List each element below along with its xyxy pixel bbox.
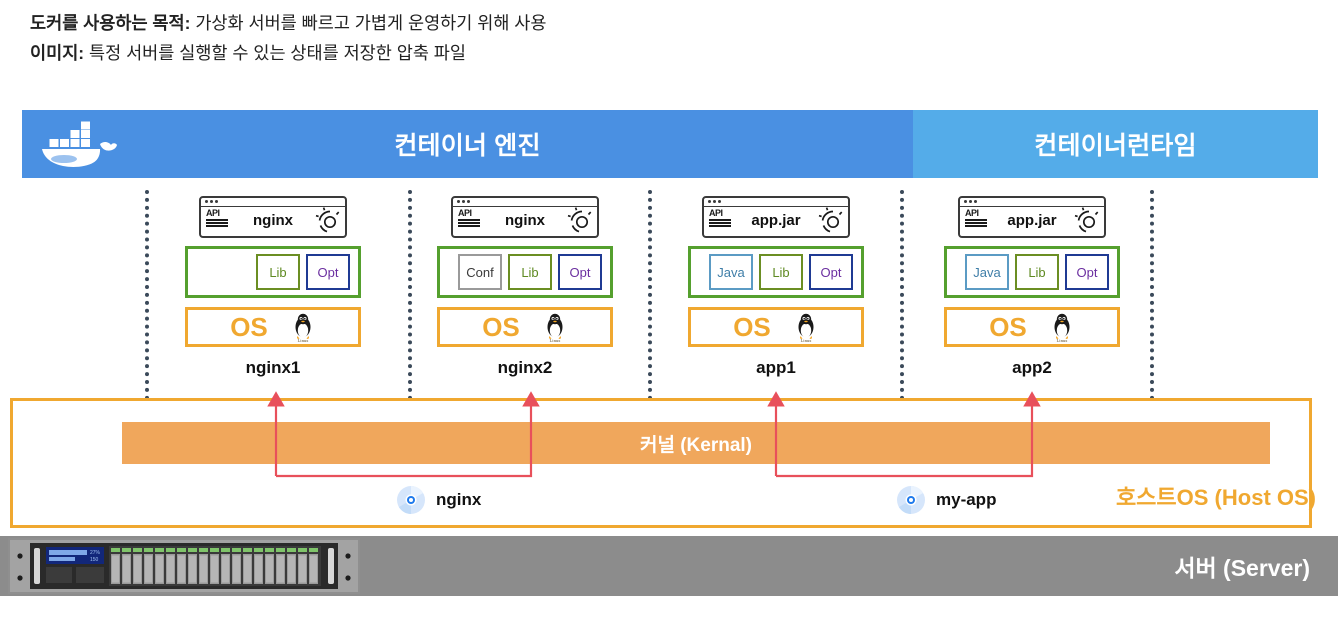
disc-icon	[396, 485, 426, 515]
image-item-nginx: nginx	[396, 485, 481, 515]
window-titlebar	[704, 198, 848, 207]
window-dots-icon	[708, 199, 721, 203]
os-box-nginx2: OS Linux	[437, 307, 613, 347]
chip-conf: Conf	[458, 254, 502, 290]
separator-line-5	[1150, 190, 1154, 408]
container-name-label: nginx2	[497, 358, 553, 377]
os-label: OS	[733, 312, 771, 342]
app-window-nginx2: API nginx	[451, 196, 599, 238]
os-box-app1: OS Linux	[688, 307, 864, 347]
svg-text:Linux: Linux	[297, 338, 309, 342]
container-engine-section: 컨테이너 엔진	[22, 110, 913, 178]
separator-line-4	[900, 190, 904, 408]
server-label: 서버 (Server)	[1174, 555, 1310, 581]
container-engine-title: 컨테이너 엔진	[394, 132, 541, 160]
container-name-label: nginx1	[245, 358, 301, 377]
image-label-nginx: nginx	[436, 490, 482, 509]
api-icon: API	[458, 209, 484, 229]
separator-line-1	[145, 190, 149, 408]
window-titlebar	[453, 198, 597, 207]
api-icon: API	[965, 209, 991, 229]
kernel-bar: 커널 (Kernal)	[122, 422, 1270, 464]
host-os-label: 호스트OS (Host OS)	[1115, 485, 1316, 510]
separator-line-2	[408, 190, 412, 408]
kernel-label: 커널 (Kernal)	[639, 434, 753, 456]
app-name-label: app.jar	[751, 211, 801, 229]
chip-opt: Opt	[1065, 254, 1109, 290]
intro-line-image-label: 이미지:	[30, 43, 85, 63]
gear-icon	[818, 207, 844, 233]
intro-line-image-text: 특정 서버를 실행할 수 있는 상태를 저장한 압축 파일	[84, 43, 466, 63]
svg-text:Linux: Linux	[800, 338, 812, 342]
intro-line-purpose-label: 도커를 사용하는 목적:	[30, 13, 191, 33]
image-label-my-app: my-app	[936, 490, 997, 509]
gear-icon	[1074, 207, 1100, 233]
separator-line-3	[648, 190, 652, 408]
chip-java: Java	[709, 254, 753, 290]
rack-server-icon: 27% 150	[8, 538, 360, 594]
container-name-label: app1	[756, 358, 796, 377]
linux-penguin-icon: Linux	[290, 312, 316, 343]
chip-lib: Lib	[759, 254, 803, 290]
window-dots-icon	[205, 199, 218, 203]
svg-text:Linux: Linux	[549, 338, 561, 342]
api-icon: API	[206, 209, 232, 229]
gear-icon	[315, 207, 341, 233]
chip-lib: Lib	[1015, 254, 1059, 290]
os-label: OS	[230, 312, 268, 342]
chip-opt: Opt	[306, 254, 350, 290]
disc-icon	[896, 485, 926, 515]
os-box-app2: OS Linux	[944, 307, 1120, 347]
os-box-nginx1: OS Linux	[185, 307, 361, 347]
app-name-label: nginx	[253, 211, 293, 229]
app-window-app1: API app.jar	[702, 196, 850, 238]
docker-whale-logo-icon	[36, 119, 122, 169]
engine-header-band: 컨테이너 엔진 컨테이너런타임	[22, 110, 1318, 178]
chip-opt: Opt	[558, 254, 602, 290]
intro-text-block: 도커를 사용하는 목적: 가상화 서버를 빠르고 가볍게 운영하기 위해 사용 …	[30, 8, 1320, 68]
svg-text:27%: 27%	[90, 550, 101, 556]
api-icon: API	[709, 209, 735, 229]
os-label: OS	[482, 312, 520, 342]
window-titlebar	[960, 198, 1104, 207]
gear-icon	[567, 207, 593, 233]
chip-java: Java	[965, 254, 1009, 290]
svg-text:150: 150	[90, 557, 99, 563]
chip-opt: Opt	[809, 254, 853, 290]
chip-lib: Lib	[256, 254, 300, 290]
window-titlebar	[201, 198, 345, 207]
os-label: OS	[989, 312, 1027, 342]
linux-penguin-icon: Linux	[1049, 312, 1075, 343]
intro-line-image: 이미지: 특정 서버를 실행할 수 있는 상태를 저장한 압축 파일	[30, 38, 1320, 68]
app-window-app2: API app.jar	[958, 196, 1106, 238]
linux-penguin-icon: Linux	[793, 312, 819, 343]
intro-line-purpose-text: 가상화 서버를 빠르고 가볍게 운영하기 위해 사용	[190, 13, 547, 33]
container-name-label: app2	[1012, 358, 1052, 377]
chip-lib: Lib	[508, 254, 552, 290]
container-runtime-section: 컨테이너런타임	[913, 110, 1318, 178]
svg-text:Linux: Linux	[1056, 338, 1068, 342]
image-item-my-app: my-app	[896, 485, 996, 515]
window-dots-icon	[457, 199, 470, 203]
server-bar: 27% 150 서버 (Server)	[0, 536, 1338, 596]
container-runtime-title: 컨테이너런타임	[1034, 132, 1197, 160]
intro-line-purpose: 도커를 사용하는 목적: 가상화 서버를 빠르고 가볍게 운영하기 위해 사용	[30, 8, 1320, 38]
app-window-nginx1: API nginx	[199, 196, 347, 238]
app-name-label: nginx	[505, 211, 545, 229]
window-dots-icon	[964, 199, 977, 203]
linux-penguin-icon: Linux	[542, 312, 568, 343]
app-name-label: app.jar	[1007, 211, 1057, 229]
